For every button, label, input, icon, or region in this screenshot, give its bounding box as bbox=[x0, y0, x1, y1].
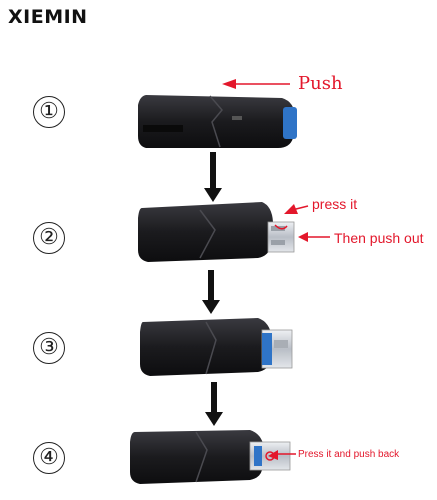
annotation-then-push-out: Then push out bbox=[334, 230, 424, 246]
annotation-press-it: press it bbox=[312, 196, 358, 212]
step-number-2: ② bbox=[33, 222, 65, 254]
annotation-push: Push bbox=[298, 73, 343, 94]
step-number-4: ④ bbox=[33, 442, 65, 474]
device-step-4 bbox=[130, 430, 291, 484]
annotation-pointers bbox=[222, 79, 330, 460]
step-number-1: ① bbox=[33, 96, 65, 128]
step-number-3: ③ bbox=[33, 332, 65, 364]
device-step-3 bbox=[140, 318, 293, 376]
down-arrows bbox=[202, 152, 223, 426]
annotation-press-and-push-back: Press it and push back bbox=[298, 449, 400, 460]
device-step-2 bbox=[138, 202, 295, 262]
brand-logo: XIEMIN bbox=[8, 6, 88, 28]
device-step-1 bbox=[138, 95, 297, 148]
